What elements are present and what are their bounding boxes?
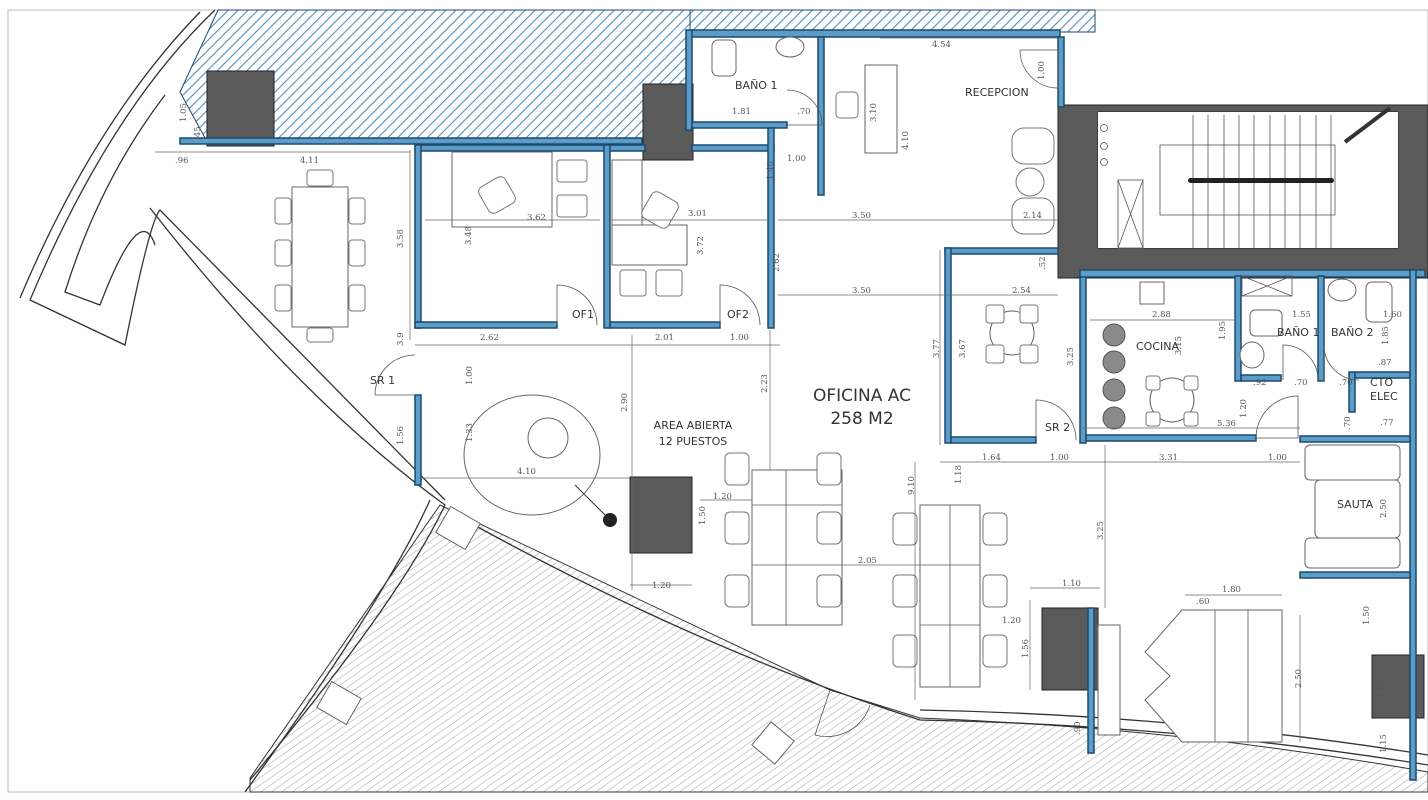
deck-terrace [249,504,1428,793]
label-area-abierta: AREA ABIERTA [654,419,733,432]
dimension-labels: .96 4.11 1.05 .45 3.62 3.48 3.01 3.72 3.… [175,40,1402,753]
dimension-label: 3.62 [527,213,546,223]
dimension-label: 2.05 [858,556,877,566]
structural-columns [206,70,1425,765]
dimension-label: 1.20 [713,492,732,502]
stair-core [1057,104,1428,279]
label-recepcion: RECEPCION [965,86,1029,99]
dimension-lines [155,37,1301,742]
dimension-label: 3.9 [396,332,406,346]
dimension-label: 1.10 [1062,579,1081,589]
dimension-label: 1.05 [179,103,189,122]
room-labels: BAÑO 1 RECEPCION OF1 OF2 SR 1 SR 2 AREA … [370,79,1398,511]
dimension-label: 3.25 [1066,347,1076,366]
dimension-label: 5.36 [1217,419,1236,429]
dimension-label: .45 [193,126,203,140]
door-swings [374,49,1360,738]
label-elec: ELEC [1370,390,1398,403]
label-sauna: SAUTA [1337,498,1374,511]
label-of1: OF1 [572,308,594,321]
dimension-label: 1.00 [1037,61,1047,80]
label-sr1: SR 1 [370,374,395,387]
label-cocina: COCINA [1136,340,1179,353]
dimension-label: 1.00 [787,154,806,164]
dimension-label: 2.50 [1379,499,1389,518]
dimension-label: 1.55 [1292,310,1311,320]
dimension-label: 1.00 [1268,453,1287,463]
dimension-label: 2.62 [480,333,499,343]
label-bano-1: BAÑO 1 [735,79,777,92]
dimension-label: 1.50 [1362,606,1372,625]
dimension-label: 2.14 [1023,211,1042,221]
dimension-label: .70 [797,107,811,117]
dimension-label: 2.23 [760,374,770,393]
label-12-puestos: 12 PUESTOS [659,435,727,448]
dimension-label: 3.77 [932,339,942,358]
dimension-label: 1.64 [982,453,1001,463]
label-sr2: SR 2 [1045,421,1070,434]
dimension-label: .90 [1073,721,1083,735]
dimension-label: 1.33 [465,423,475,442]
dimension-label: 4.54 [932,40,951,50]
dimension-label: 2.01 [655,333,674,343]
dimension-label: .77 [1380,418,1394,428]
dimension-label: 3.31 [1159,453,1178,463]
dimension-label: 4.10 [517,467,536,477]
dimension-label: .70 [1339,378,1353,388]
dimension-label: .87 [1378,358,1392,368]
dimension-label: 3.72 [696,236,706,255]
dimension-label: 1.20 [652,581,671,591]
dimension-label: .70 [1343,416,1353,430]
label-bano-2: BAÑO 2 [1331,326,1373,339]
dimension-label: .60 [1196,597,1210,607]
plan-title: OFICINA AC [813,386,911,406]
dimension-label: 3.58 [396,229,406,248]
dimension-label: 3.01 [688,209,707,219]
dimension-label: 1.15 [1379,734,1389,753]
hatched-slab-strip [689,9,1096,33]
dimension-label: 1.18 [954,465,964,484]
label-cto: CTO [1370,376,1393,389]
dimension-label: .70 [1294,378,1308,388]
dimension-label: 1.40 [766,161,776,180]
dimension-label: .52 [1038,256,1048,270]
label-bano-1-right: BAÑO 1 [1277,326,1319,339]
dimension-label: 1.56 [1021,639,1031,658]
dimension-label: 1.85 [1381,326,1391,345]
dimension-label: 2.54 [1012,286,1031,296]
dimension-label: 4.10 [901,131,911,150]
dimension-label: 3.67 [958,339,968,358]
label-of2: OF2 [727,308,749,321]
dimension-label: 1.95 [1218,321,1228,340]
dimension-label: 1.00 [730,333,749,343]
dimension-label: 1.60 [1383,310,1402,320]
dimension-label: 1.56 [396,426,406,445]
dimension-label: 1.20 [1002,616,1021,626]
dimension-label: 2.90 [620,393,630,412]
dimension-label: 1.81 [732,107,751,117]
dimension-label: 1.20 [1239,399,1249,418]
dimension-label: 1.00 [1050,453,1069,463]
dimension-label: 3.15 [1174,336,1184,355]
dimension-label: 3.25 [1096,521,1106,540]
dimension-label: 2.62 [772,253,782,272]
dimension-label: 2.50 [1294,669,1304,688]
dimension-label: 3.48 [464,226,474,245]
furniture [274,36,1401,743]
dimension-label: .92 [1253,378,1267,388]
dimension-label: 2.88 [1152,310,1171,320]
dimension-label: 1.80 [1222,585,1241,595]
plan-area: 258 M2 [830,409,893,429]
dimension-label: 1.26 [1376,679,1386,698]
dimension-label: 3.50 [852,211,871,221]
dimension-label: 3.50 [852,286,871,296]
dimension-label: 3.10 [869,103,879,122]
dimension-label: 1.50 [698,506,708,525]
dimension-label: .96 [175,156,189,166]
dimension-label: 9.10 [907,476,917,495]
dimension-label: 4.11 [300,156,319,166]
dimension-label: 1.00 [465,366,475,385]
